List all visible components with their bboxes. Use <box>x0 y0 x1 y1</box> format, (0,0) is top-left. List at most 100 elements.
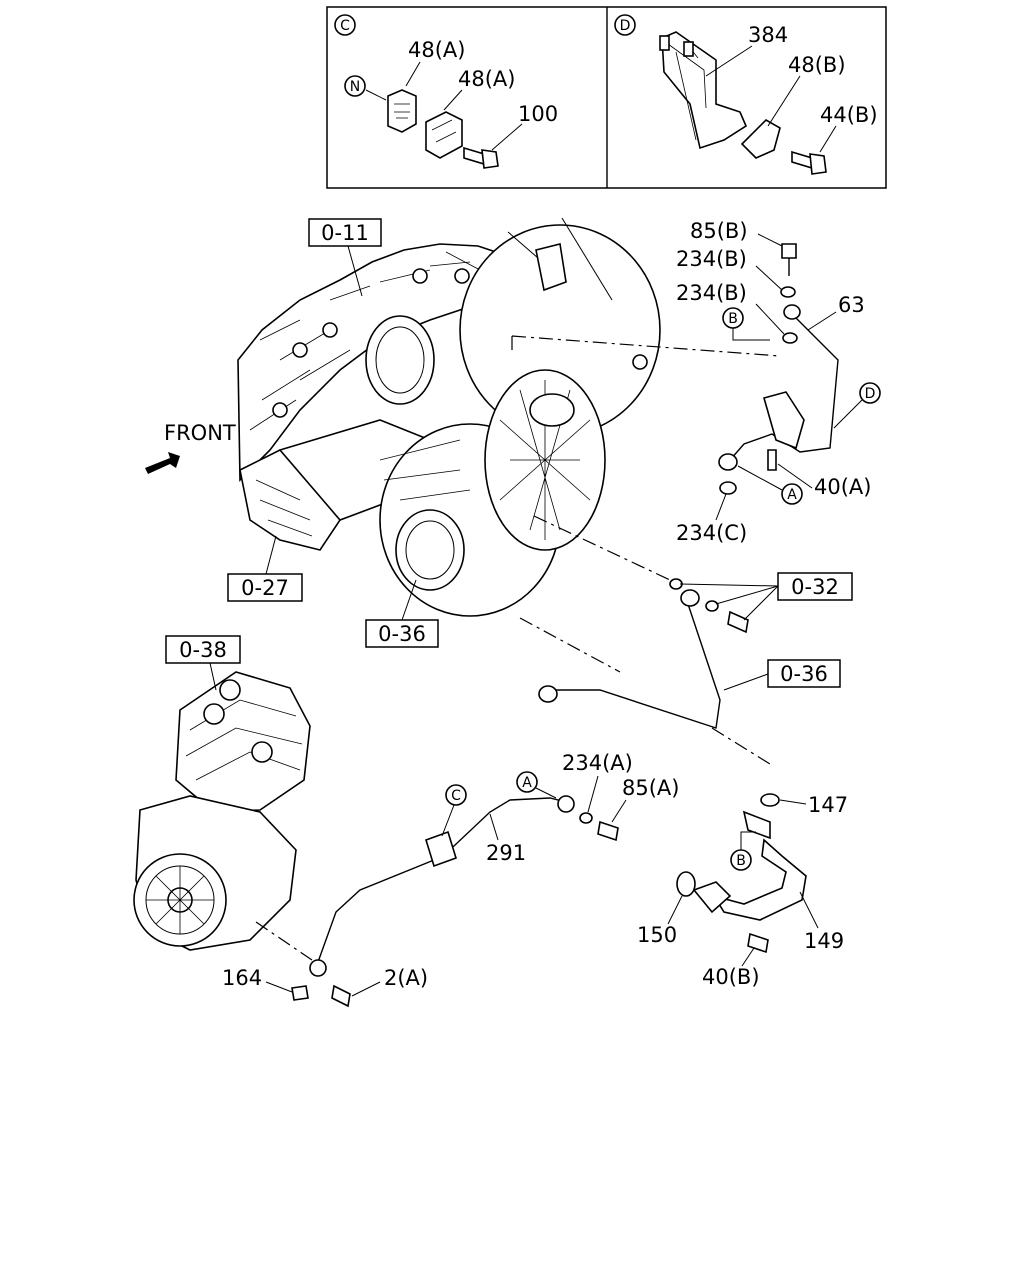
dashed-leaders <box>255 335 781 961</box>
turbo-fins <box>499 380 591 540</box>
marker-a1-circle <box>781 483 803 505</box>
inset-panels: C N 48(A) 48(A) 100 D <box>326 6 887 189</box>
pipe-149 <box>712 838 807 921</box>
pipes <box>291 243 839 1008</box>
exhaust-manifold-detail <box>255 479 313 537</box>
flange-147 <box>742 810 771 840</box>
bolt-40b <box>747 932 769 954</box>
pipe-291 <box>317 797 567 963</box>
label-2a: 2(A) <box>384 966 428 990</box>
leader-40a <box>777 463 813 489</box>
ref-032-leader-3 <box>743 585 779 621</box>
label-48b: 48(B) <box>788 53 846 77</box>
marker-c1-circle <box>445 784 467 806</box>
marker-a1-leader <box>737 465 783 491</box>
label-150: 150 <box>637 923 677 947</box>
ref-038-leader <box>209 662 217 691</box>
label-85b: 85(B) <box>690 219 748 243</box>
clip-48a-front <box>387 89 417 133</box>
oring-150 <box>676 871 696 897</box>
ref-box-011 <box>308 218 382 247</box>
label-164: 164 <box>222 966 262 990</box>
leader-44b <box>819 125 837 153</box>
turbo-elbow-leader <box>507 231 539 259</box>
ref-038: 0-38 <box>179 638 227 662</box>
marker-d1: D <box>865 386 876 402</box>
label-40a: 40(A) <box>814 475 871 499</box>
label-149: 149 <box>804 929 844 953</box>
marker-b2: B <box>736 853 746 869</box>
bracket-384-stud-1 <box>659 35 670 51</box>
leader-48a-1 <box>405 61 421 87</box>
marker-b2-leader <box>740 831 756 850</box>
turbo-inlet-inner <box>375 326 425 394</box>
inset-c-circle <box>334 14 356 36</box>
marker-b1: B <box>728 311 738 327</box>
washer-234b-1 <box>780 286 796 298</box>
ref-box-036b <box>767 659 841 688</box>
ref-011: 0-11 <box>321 221 369 245</box>
clamp-164 <box>291 985 309 1001</box>
marker-d1-leader <box>833 399 863 429</box>
ref-box-038 <box>165 635 241 664</box>
head-port-5 <box>272 402 288 418</box>
leader-149 <box>799 891 819 929</box>
clip-48a-front-detail <box>394 103 410 119</box>
head-port-1 <box>292 342 308 358</box>
marker-a1: A <box>787 487 797 503</box>
marker-b1-leader <box>732 328 770 341</box>
head-port-4 <box>454 268 470 284</box>
compressor-head <box>175 671 311 813</box>
pipe-63 <box>729 317 839 461</box>
flange-149 <box>692 881 732 914</box>
bolt-032 <box>727 610 749 634</box>
label-40b: 40(B) <box>702 965 760 989</box>
inset-d-circle <box>614 14 636 36</box>
leader-48a-2 <box>443 89 463 111</box>
ref-boxes: 0-11 0-27 0-36 0-38 0-32 0-36 <box>165 218 853 691</box>
dash-pipe-147 <box>711 727 771 765</box>
marker-a2-circle <box>516 771 538 793</box>
dash-compressor-291 <box>255 921 313 961</box>
bolt-85a <box>597 820 619 842</box>
leader-234b-2 <box>755 303 785 335</box>
label-85a: 85(A) <box>622 776 679 800</box>
marker-n-leader <box>365 89 387 101</box>
marker-a2-leader <box>535 787 557 799</box>
bracket-384-stud-2 <box>683 41 694 57</box>
bolt-44b-head <box>809 153 827 175</box>
ref-032-leader-2 <box>715 585 779 605</box>
label-147: 147 <box>808 793 848 817</box>
ref-027: 0-27 <box>241 576 289 600</box>
pipe-63-bracket <box>763 391 805 450</box>
marker-n-letter: N <box>350 79 360 95</box>
ref-027-leader <box>265 535 277 575</box>
washer-234b-2 <box>782 332 798 344</box>
leader-48b <box>767 75 801 127</box>
compressor-port-1 <box>219 679 241 701</box>
pipe-291-eye-bottom <box>309 959 327 977</box>
leader-85b <box>757 233 783 247</box>
bolt-40a <box>767 449 777 471</box>
label-291: 291 <box>486 841 526 865</box>
inset-d: D 384 48(B) 44(B) <box>614 14 878 175</box>
label-48a-2: 48(A) <box>458 67 515 91</box>
clip-48a-rear-detail <box>431 119 457 143</box>
pipe-oil-return-eye <box>538 685 558 703</box>
leader-63 <box>807 311 837 331</box>
engine-block <box>237 243 522 551</box>
label-234b-2: 234(B) <box>676 281 747 305</box>
turbo-rear-leader <box>561 217 613 301</box>
circle-markers: B D A A C B <box>441 307 881 871</box>
dash-turbo-pipe <box>519 617 621 673</box>
leader-150 <box>667 895 683 925</box>
bolt-100-head <box>481 149 499 169</box>
ref-011-leader <box>347 245 363 297</box>
marker-c1-leader <box>441 804 455 837</box>
leader-2a <box>351 981 381 997</box>
leader-147 <box>779 799 807 805</box>
ref-032: 0-32 <box>791 575 839 599</box>
leader-234a <box>587 775 599 813</box>
air-compressor <box>133 671 311 951</box>
